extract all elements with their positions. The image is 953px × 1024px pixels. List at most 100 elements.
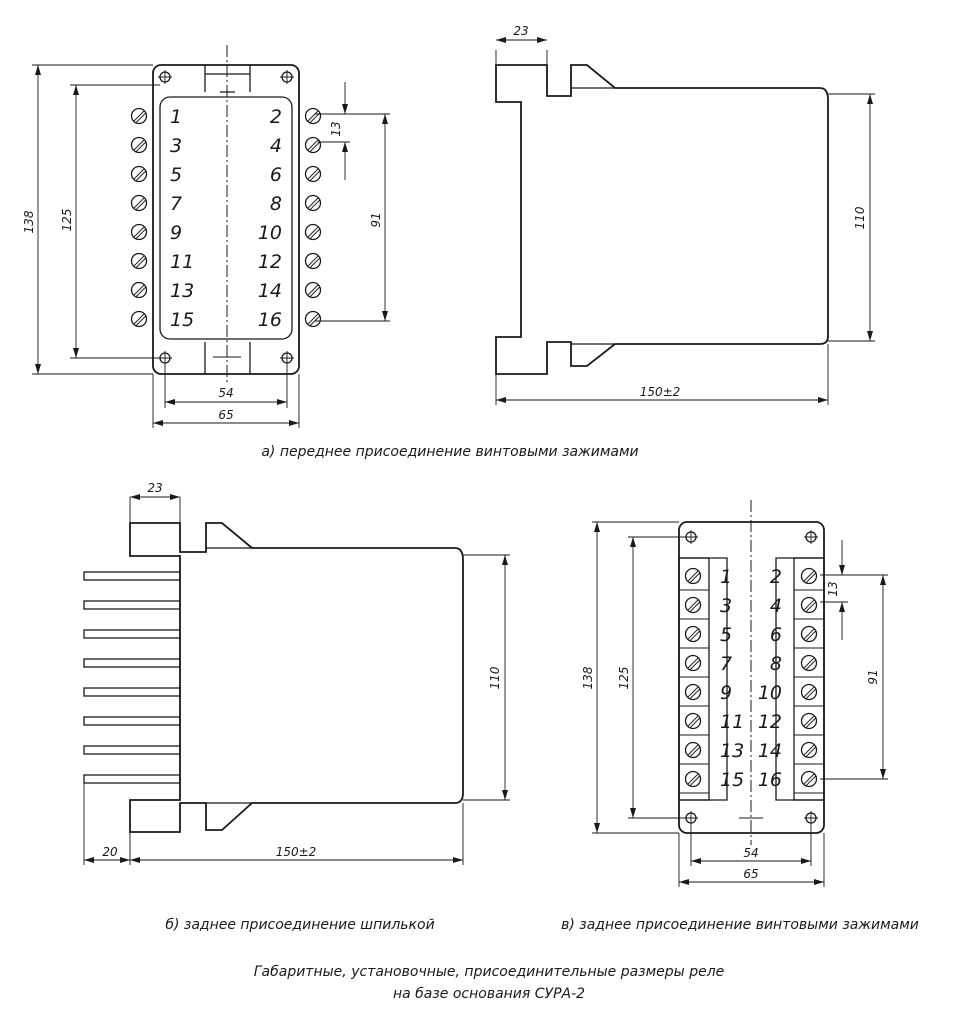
top-notch bbox=[204, 65, 251, 93]
screw-terminal-icon bbox=[304, 223, 322, 241]
terminal-number: 15 bbox=[720, 769, 744, 791]
screw-terminal-icon bbox=[130, 223, 148, 241]
stud-icon bbox=[83, 571, 181, 581]
terminal-number: 10 bbox=[758, 682, 782, 704]
terminal-number: 13 bbox=[170, 280, 194, 302]
dim-91-v: 91 bbox=[866, 669, 880, 684]
dim-138-v: 138 bbox=[581, 666, 595, 689]
relay-body-outline bbox=[495, 64, 829, 375]
stud-icon bbox=[83, 600, 181, 610]
screw-terminal-icon bbox=[684, 596, 702, 614]
stud-icon bbox=[83, 658, 181, 668]
caption-a: а) переднее присоединение винтовыми зажи… bbox=[261, 444, 638, 460]
terminal-number: 3 bbox=[720, 595, 732, 617]
terminal-number: 2 bbox=[270, 106, 282, 128]
screw-terminal-icon bbox=[130, 281, 148, 299]
terminal-number: 12 bbox=[258, 251, 282, 273]
side-view-a: 23 110 150±2 bbox=[495, 24, 875, 405]
screw-terminal-icon bbox=[304, 165, 322, 183]
screw-terminal-icon bbox=[130, 165, 148, 183]
front-terminal-cover bbox=[159, 96, 293, 340]
screw-terminal-icon bbox=[304, 194, 322, 212]
terminal-number: 6 bbox=[270, 164, 282, 186]
screw-terminal-icon bbox=[684, 770, 702, 788]
screw-terminal-icon bbox=[800, 712, 818, 730]
dim-150: 150±2 bbox=[640, 385, 681, 399]
stud-icon bbox=[83, 716, 181, 726]
terminal-number: 11 bbox=[720, 711, 744, 733]
stud-terminals bbox=[83, 571, 181, 784]
screw-terminal-icon bbox=[304, 281, 322, 299]
screw-terminal-icon bbox=[684, 683, 702, 701]
terminal-number: 16 bbox=[758, 769, 782, 791]
terminal-number: 4 bbox=[770, 595, 782, 617]
screw-terminal-icon bbox=[800, 770, 818, 788]
screw-terminal-icon bbox=[800, 683, 818, 701]
screw-terminal-icon bbox=[130, 252, 148, 270]
screw-terminal-icon bbox=[684, 567, 702, 585]
terminal-number: 8 bbox=[270, 193, 282, 215]
screw-terminal-icon bbox=[800, 741, 818, 759]
terminal-number: 14 bbox=[258, 280, 282, 302]
title-line-1: Габаритные, установочные, присоединитель… bbox=[254, 964, 725, 980]
bottom-notch bbox=[204, 342, 251, 374]
screw-terminal-icon bbox=[800, 567, 818, 585]
dim-54-v: 54 bbox=[743, 846, 758, 860]
terminal-number: 15 bbox=[170, 309, 194, 331]
stud-icon bbox=[83, 687, 181, 697]
caption-b: б) заднее присоединение шпилькой bbox=[165, 917, 434, 933]
terminal-number: 8 bbox=[770, 653, 782, 675]
dim-110-b: 110 bbox=[488, 666, 502, 689]
terminal-number: 9 bbox=[720, 682, 732, 704]
terminal-number: 6 bbox=[770, 624, 782, 646]
terminal-number: 4 bbox=[270, 135, 282, 157]
terminal-number: 13 bbox=[720, 740, 744, 762]
side-view-b: 23 110 20 150±2 bbox=[83, 481, 510, 865]
terminal-number: 3 bbox=[170, 135, 182, 157]
stud-icon bbox=[83, 745, 181, 755]
screw-terminals-rear bbox=[679, 567, 824, 794]
terminal-number: 2 bbox=[770, 566, 782, 588]
dim-65-v: 65 bbox=[743, 867, 758, 881]
terminal-number: 12 bbox=[758, 711, 782, 733]
dim-23-b: 23 bbox=[147, 481, 162, 495]
dim-125-v: 125 bbox=[617, 667, 631, 690]
front-base-plate bbox=[152, 64, 300, 375]
caption-v: в) заднее присоединение винтовыми зажима… bbox=[561, 917, 919, 933]
screw-terminal-icon bbox=[304, 310, 322, 328]
screw-terminal-icon bbox=[304, 252, 322, 270]
screw-terminal-icon bbox=[684, 741, 702, 759]
dim-13: 13 bbox=[329, 121, 343, 136]
dim-13-v: 13 bbox=[826, 581, 840, 596]
screw-terminal-icon bbox=[304, 107, 322, 125]
dim-150-b: 150±2 bbox=[276, 845, 317, 859]
stud-icon bbox=[83, 629, 181, 639]
front-dimensions: 138 125 91 13 54 65 bbox=[22, 64, 390, 428]
terminal-number: 1 bbox=[720, 566, 732, 588]
dim-138: 138 bbox=[22, 210, 36, 233]
screw-terminals bbox=[130, 107, 322, 328]
screw-terminal-icon bbox=[130, 107, 148, 125]
relay-body-outline-b bbox=[129, 522, 464, 833]
terminal-number: 14 bbox=[758, 740, 782, 762]
screw-terminal-icon bbox=[130, 310, 148, 328]
terminal-number: 1 bbox=[170, 106, 182, 128]
terminal-number: 9 bbox=[170, 222, 182, 244]
dim-20: 20 bbox=[102, 845, 118, 859]
screw-terminal-icon bbox=[130, 194, 148, 212]
dim-23: 23 bbox=[513, 24, 528, 38]
screw-terminal-icon bbox=[130, 136, 148, 154]
rear-dimensions: 138 125 91 13 54 65 bbox=[581, 521, 888, 887]
dim-65: 65 bbox=[218, 408, 233, 422]
terminal-number: 5 bbox=[170, 164, 182, 186]
terminal-number: 5 bbox=[720, 624, 732, 646]
stud-icon bbox=[83, 774, 181, 784]
screw-terminal-icon bbox=[800, 654, 818, 672]
terminal-number: 7 bbox=[720, 653, 732, 675]
screw-terminal-icon bbox=[684, 625, 702, 643]
screw-terminal-icon bbox=[684, 654, 702, 672]
screw-terminal-icon bbox=[800, 596, 818, 614]
